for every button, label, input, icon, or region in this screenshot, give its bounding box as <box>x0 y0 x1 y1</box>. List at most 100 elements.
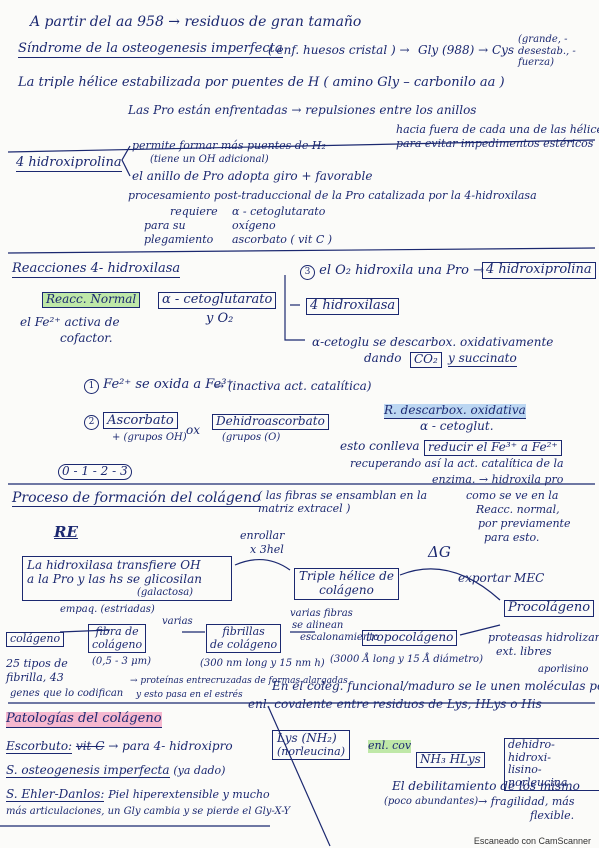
scurvy-label: Escorbuto: <box>6 739 73 754</box>
entails-label: esto conlleva <box>340 439 420 453</box>
wind-label: enrollar <box>240 529 285 542</box>
types-line-1: 25 tipos de <box>6 657 68 670</box>
tropocollagen-box: tropocolágeno <box>362 630 458 646</box>
mutation-effect: (grande, - desestab., - fuerza) <box>518 34 576 68</box>
post-translational-line: procesamiento post-traduccional de la Pr… <box>128 189 537 202</box>
er-process-line-2: a la Pro y las hs se glicosilan <box>27 571 202 586</box>
steric-note: para evitar impedimentos estéricos <box>396 137 594 150</box>
syndrome-detail: ( enf. huesos cristal ) → <box>268 43 410 57</box>
several-label: varias <box>162 616 193 627</box>
formation-note: ( las fibras se ensamblan en la matriz e… <box>258 489 428 515</box>
step-2-marker: 2 <box>84 415 99 430</box>
fibril-size: (300 nm long y 15 nm h) <box>200 658 325 669</box>
for-this-line: para esto. <box>484 531 540 544</box>
er-process-line-3: (galactosa) <box>137 586 194 598</box>
decarboxylation-line: α-cetoglu se descarbox. oxidativamente <box>312 335 554 349</box>
dehydroascorbate-groups: (grupos (O) <box>222 432 281 443</box>
reactions-heading: Reacciones 4- hidroxilasa <box>12 261 181 278</box>
scanner-watermark: Escaneado con CamScanner <box>473 836 591 846</box>
collagen-fiber-line-2: colágeno <box>92 637 143 651</box>
helix-outward-note: hacia fuera de cada una de las hélices <box>396 123 599 136</box>
crosslink-note-1: → proteínas entrecruzadas de formas alar… <box>130 676 348 686</box>
product-line-2: lisino-norleucina <box>508 763 568 789</box>
ed-detail: Piel hiperextensible y mucho <box>108 788 270 801</box>
free-ends-label: ext. libres <box>496 645 552 658</box>
syndrome-heading: Síndrome de la osteogenesis imperfecta <box>18 41 283 58</box>
fe-reduction-box: reducir el Fe³⁺ a Fe²⁺ <box>424 440 562 456</box>
oi-label: S. osteogenesis imperfecta <box>6 763 170 778</box>
intro-line-1: A partir del aa 958 → residuos de gran t… <box>30 14 362 30</box>
reaction-3-line: 3 el O₂ hidroxila una Pro → <box>300 263 484 280</box>
fibrils-line-2: de colágeno <box>210 637 278 651</box>
covalent-bond-line: enl. covalente entre residuos de Lys, HL… <box>248 697 542 711</box>
ascorbate-box: Ascorbato <box>103 412 178 429</box>
recovery-line: recuperando así la act. catalítica de la <box>350 457 564 470</box>
ehlers-danlos-detail-2: más articulaciones, un Gly cambia y se p… <box>6 806 291 817</box>
er-process-line-1: La hidroxilasa transfiere OH <box>27 558 201 572</box>
normal-reacc-line: Reacc. normal, <box>476 503 560 516</box>
requirement-2: oxígeno <box>232 219 276 232</box>
step-3-marker: 3 <box>300 265 315 280</box>
triple-helix-line: La triple hélice estabilizada por puente… <box>18 75 505 90</box>
oxidation-label: ox <box>186 423 200 437</box>
tropocollagen-size: (3000 Å long y 15 Å diámetro) <box>330 654 483 665</box>
triple-helix-box: Triple hélice de colágeno <box>294 568 399 600</box>
hydroxylase-box: 4 hidroxilasa <box>306 298 400 315</box>
export-label: exportar MEC <box>458 571 545 585</box>
lys-line-1: Lys (NH₂) <box>277 731 337 745</box>
fe-activator-line: el Fe²⁺ activa de <box>20 315 120 329</box>
oxygen-label: y O₂ <box>206 311 234 326</box>
for-its-label: para su <box>144 219 186 232</box>
cofactor-label: cofactor. <box>60 331 113 345</box>
fibers-label: varias fibras <box>290 608 353 619</box>
pathologies-heading: Patologías del colágeno <box>6 711 162 728</box>
step-2-line: 2 Ascorbato <box>84 412 178 430</box>
product-line-1: dehidro-hidroxi- <box>508 738 555 764</box>
lys-box: Lys (NH₂) (norleucina) <box>272 730 350 761</box>
covalent-bond-label: enl. cov <box>368 739 412 753</box>
collagen-box: colágeno <box>6 632 65 647</box>
triple-helix-box-line-2: colágeno <box>319 582 374 597</box>
mutation-note: Gly (988) → Cys <box>418 43 515 57</box>
co2-box: CO₂ <box>410 352 442 368</box>
x3-helix-label: x 3hel <box>250 543 284 556</box>
oxidative-decarboxylation-label: R. descarbox. oxidativa <box>384 403 526 419</box>
vitc-label: vit C <box>75 739 105 753</box>
types-line-3: genes que lo codifican <box>10 688 124 699</box>
lys-line-2: (norleucina) <box>277 744 345 758</box>
hydroxyproline-heading: 4 hidroxiprolina <box>16 155 122 172</box>
weakening-note: (poco abundantes) <box>384 796 479 807</box>
flexible-line: flexible. <box>530 809 575 822</box>
hydroxyproline-point-1b: (tiene un OH adicional) <box>150 154 269 165</box>
alpha-ketoglutarate-box: α - cetoglutarato <box>158 292 277 309</box>
pro-repulsion-line: Las Pro están enfrentadas → repulsiones … <box>128 103 477 117</box>
er-label: RE <box>54 523 78 541</box>
product-box: dehidro-hidroxi- lisino-norleucina <box>504 738 599 791</box>
ed-label: S. Ehler-Danlos: <box>6 787 105 802</box>
staggering-label: escalonamiento <box>300 632 380 643</box>
hydroxyproline-point-2: el anillo de Pro adopta giro + favorable <box>132 169 373 183</box>
delta-g-label: ΔG <box>428 543 451 561</box>
requires-label: requiere <box>170 205 218 218</box>
mature-collagen-line: En el coleg. funcional/maduro se le unen… <box>272 679 599 693</box>
collagen-fiber-box: fibra de colágeno <box>88 624 147 654</box>
fibrils-line-1: fibrillas <box>222 625 265 638</box>
folding-label: plegamiento <box>144 233 214 246</box>
types-line-2: fibrilla, 43 <box>6 671 64 684</box>
proteases-label: proteasas hidrolizan <box>488 631 599 644</box>
fragility-line: → fragilidad, más <box>478 795 575 808</box>
as-seen-line: como se ve en la <box>466 489 559 502</box>
scurvy-line: Escorbuto: vit C → para 4- hidroxipro <box>6 739 233 754</box>
scurvy-detail: → para 4- hidroxipro <box>108 739 233 753</box>
triple-helix-box-line-1: Triple hélice de <box>299 569 394 583</box>
succinate-label: y succinato <box>448 351 517 367</box>
enzyme-line: enzima. → hidroxila pro <box>432 473 564 486</box>
dehydroascorbate-box: Dehidroascorbato <box>212 414 329 430</box>
ascorbate-groups: + (grupos OH) <box>112 432 187 443</box>
er-process-box: La hidroxilasa transfiere OH a la Pro y … <box>22 556 232 602</box>
step-1-marker: 1 <box>84 379 99 394</box>
normal-reaction-label: Reacc. Normal <box>42 292 141 308</box>
align-label: se alinean <box>292 620 344 631</box>
